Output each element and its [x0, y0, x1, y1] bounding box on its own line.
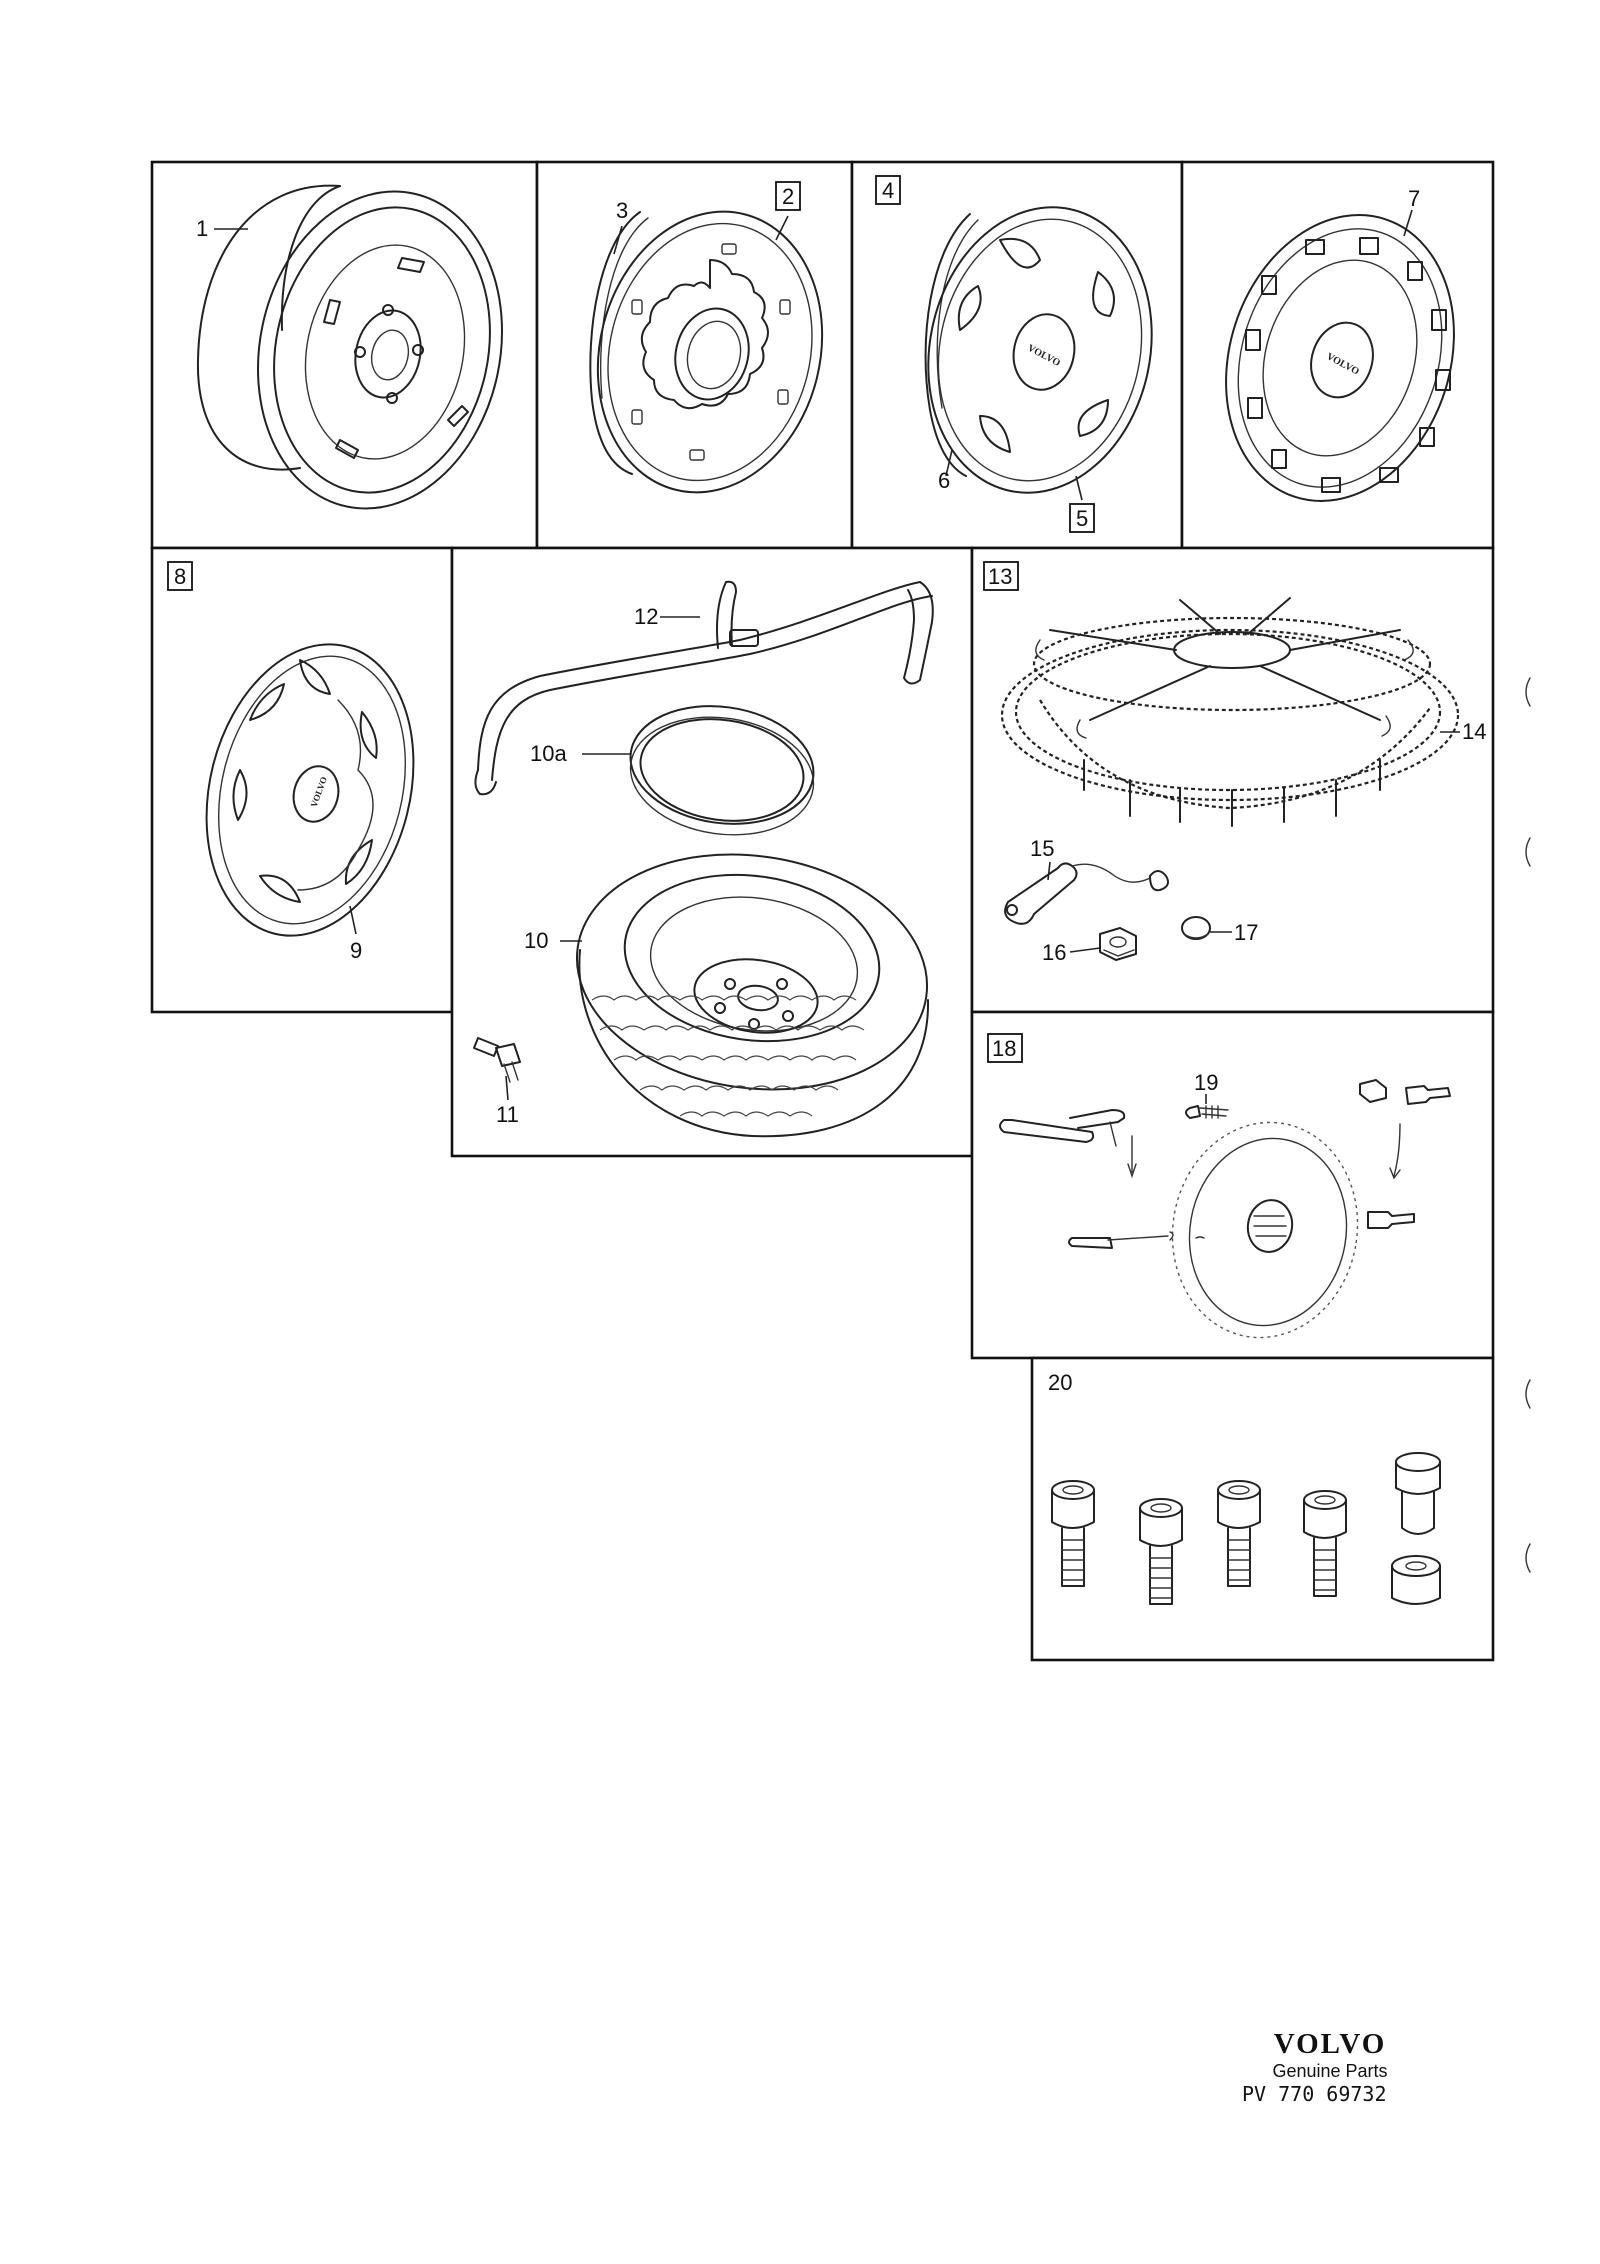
callout-4-box — [875, 175, 901, 205]
callout-18: 18 — [992, 1036, 1016, 1061]
panel-snow-chain — [970, 546, 1495, 1014]
cover-kit — [999, 1079, 1451, 1339]
panel-hubcap-2 — [535, 160, 854, 550]
part-code: PV 770 69732 — [1242, 2082, 1387, 2106]
callout-7: 7 — [1408, 186, 1420, 211]
callout-8-box — [167, 561, 193, 591]
callout-18-box — [987, 1033, 1023, 1063]
callout-1: 1 — [196, 216, 208, 241]
callout-3: 3 — [616, 198, 628, 223]
callout-17: 17 — [1234, 920, 1258, 945]
callout-19: 19 — [1194, 1070, 1218, 1095]
callout-2-box — [775, 181, 801, 211]
brand-block: VOLVO Genuine Parts PV 770 69732 — [1240, 2028, 1420, 2106]
callout-5: 5 — [1076, 506, 1088, 531]
hubcap-2 — [589, 210, 824, 494]
panel-hubcap-8 — [150, 546, 454, 1014]
callout-labels: 1 3 2 4 6 5 7 8 9 12 10a 10 11 13 14 15 … — [167, 175, 1486, 1395]
panel-steel-wheel — [150, 160, 539, 550]
callout-8: 8 — [174, 564, 186, 589]
locking-bolts — [1051, 1452, 1441, 1605]
panel-hubcap-4 — [850, 160, 1184, 550]
callout-2: 2 — [782, 184, 794, 209]
callout-20: 20 — [1048, 1370, 1072, 1395]
callout-10: 10 — [524, 928, 548, 953]
spare-wheel-assembly — [473, 580, 934, 1138]
steel-wheel — [196, 184, 504, 510]
callout-12: 12 — [634, 604, 658, 629]
leader-lines — [214, 209, 1460, 1104]
hubcap-7: VOLVO — [1225, 214, 1455, 502]
callout-16: 16 — [1042, 940, 1066, 965]
callout-15: 15 — [1030, 836, 1054, 861]
callout-10a: 10a — [530, 741, 567, 766]
callout-13-box — [983, 561, 1019, 591]
callout-6: 6 — [938, 468, 950, 493]
callout-14: 14 — [1462, 719, 1486, 744]
callout-11: 11 — [496, 1102, 519, 1127]
panel-frames — [150, 160, 1495, 1662]
margin-marks — [1525, 677, 1531, 1573]
hubcap-8: VOLVO — [205, 643, 415, 937]
volvo-logo: VOLVO — [1273, 2028, 1387, 2060]
callout-5-box — [1069, 503, 1095, 533]
brand-subtitle: Genuine Parts — [1272, 2061, 1388, 2081]
panel-spare-wheel — [450, 546, 974, 1158]
callout-9: 9 — [350, 938, 362, 963]
panel-cover-kit — [970, 1010, 1495, 1360]
snow-chain — [1000, 597, 1460, 961]
panel-locking-bolts — [1030, 1356, 1495, 1662]
callout-4: 4 — [882, 178, 894, 203]
callout-13: 13 — [988, 564, 1012, 589]
